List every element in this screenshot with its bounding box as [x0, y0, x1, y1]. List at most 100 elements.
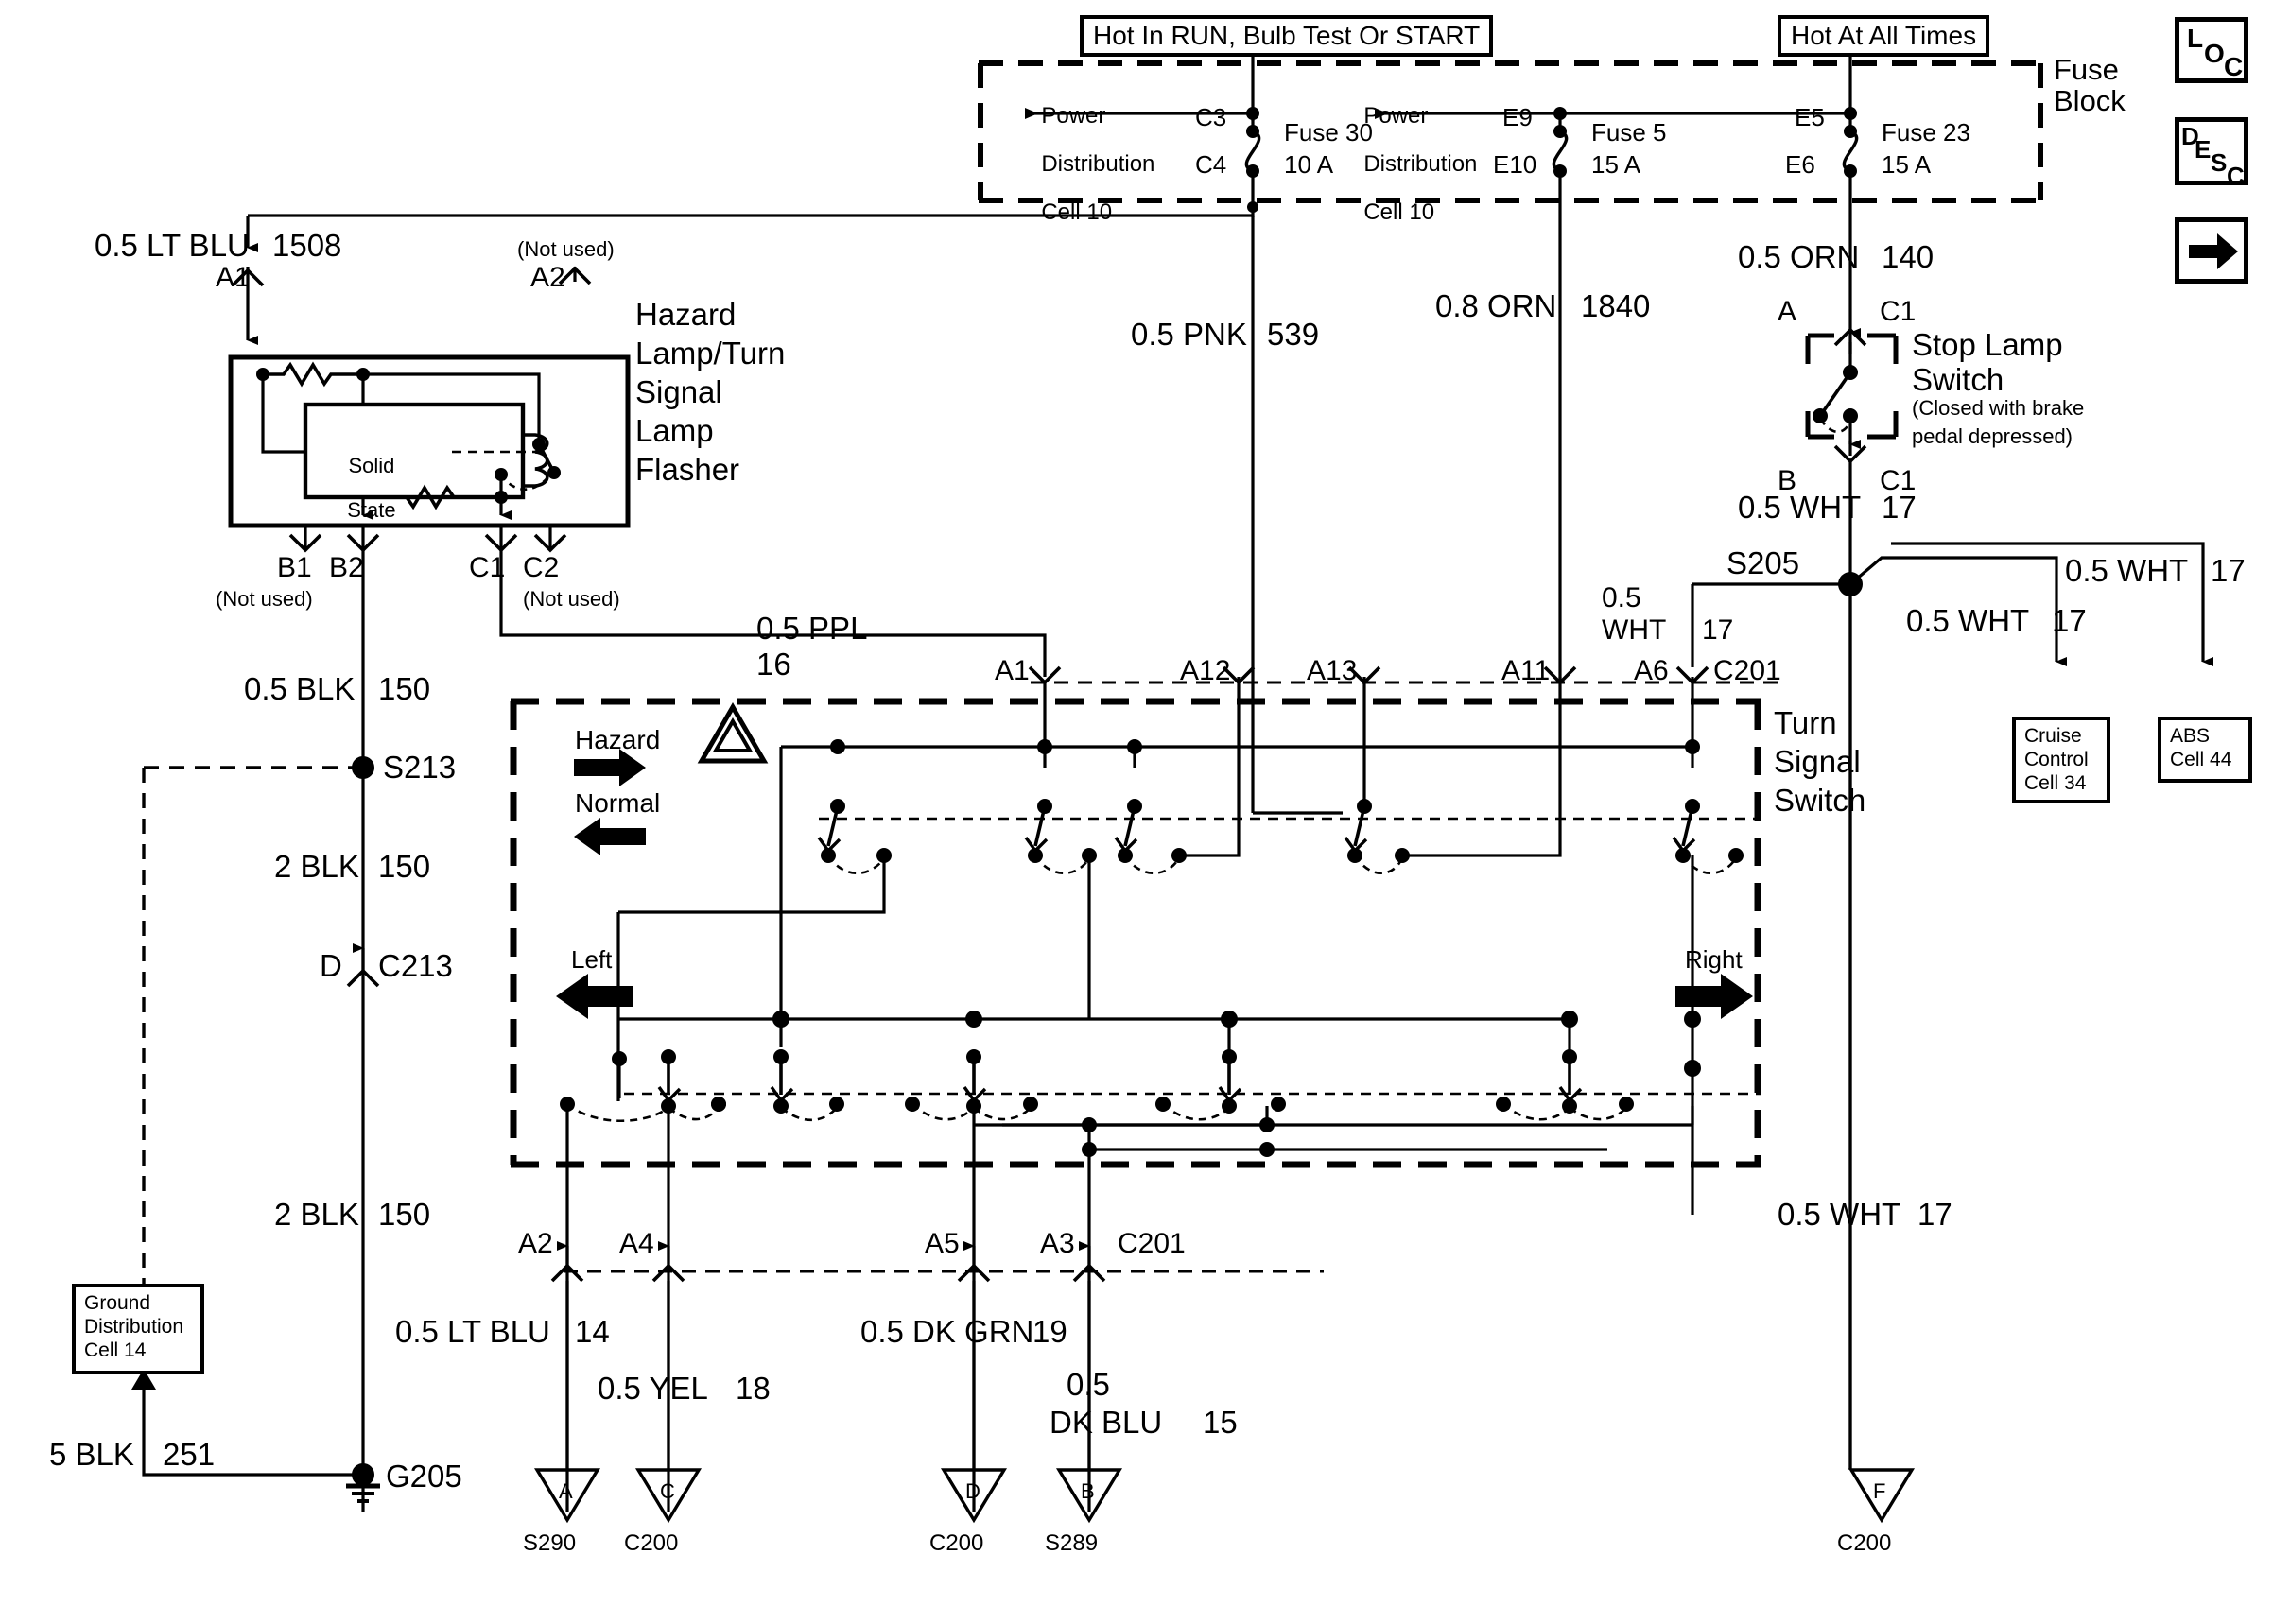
desc-letter-c: C — [2227, 162, 2245, 190]
bottom-connector-name-C200a: C200 — [624, 1530, 679, 1556]
stoplamp-label-l1: Stop Lamp — [1912, 327, 2063, 362]
wire-17-a6-circuit: 17 — [1702, 614, 1734, 646]
connector-arrow-tss-A13 — [1347, 665, 1381, 685]
wire-1840-color: 0.8 ORN — [1435, 288, 1557, 323]
fuse-block-label: PowerFuseBlock — [2054, 53, 2126, 117]
turn-signal-switch-boundary — [510, 698, 1761, 1168]
stoplamp-note-l2: pedal depressed) — [1912, 424, 2073, 448]
wire-17-abs-circuit: 17 — [2211, 553, 2246, 588]
power-source-hot-run: Hot In RUN, Bulb Test Or START — [1080, 15, 1494, 57]
bottom-connector-name-S290: S290 — [523, 1530, 577, 1556]
hazard-mode-label: Hazard — [575, 725, 661, 754]
bottom-connector-name-C200c: C200 — [1837, 1530, 1892, 1556]
solid-state-l2: State — [347, 497, 396, 522]
connector-arrow-A1 — [231, 268, 265, 287]
desc-letter-e: E — [2195, 135, 2212, 164]
wire-1508-circuit: 1508 — [272, 228, 342, 263]
flasher-outline — [228, 354, 631, 528]
bottom-connector-pin-A: A — [559, 1479, 573, 1503]
desc-letter-d: D — [2181, 122, 2199, 150]
wire-15-color-l1: 0.5 — [1067, 1367, 1110, 1402]
wire-150a-circuit: 150 — [378, 671, 431, 706]
wire-251-color: 5 BLK — [49, 1437, 134, 1472]
wire-17-stoplamp-circuit: 17 — [1882, 490, 1917, 525]
tss-connector-C201-bottom: C201 — [1118, 1228, 1186, 1259]
stop-lamp-switch-boundary — [1805, 333, 1899, 440]
wire-layer — [131, 40, 2213, 1524]
power-distribution-cell-1: Power Distribution Cell 10 — [1029, 80, 1154, 225]
tss-terminal-A3: A3 — [1040, 1228, 1075, 1259]
solid-state-l1: Solid — [348, 454, 395, 478]
flasher-terminal-A2: A2 — [530, 262, 565, 293]
connector-arrow-tss-A12 — [1222, 665, 1256, 685]
connector-arrow-A2 — [558, 266, 592, 285]
desc-letter-s: S — [2211, 148, 2228, 177]
wire-17-abs-color: 0.5 WHT — [2065, 553, 2189, 588]
fuse30-terminal-bottom: C4 — [1195, 150, 1227, 179]
loc-button[interactable]: L O C — [2175, 17, 2248, 83]
bottom-connector-name-S289: S289 — [1045, 1530, 1099, 1556]
fuse5-rating: 15 A — [1591, 150, 1641, 179]
wire-150a-color: 0.5 BLK — [244, 671, 356, 706]
desc-button[interactable]: D E S C — [2175, 117, 2248, 190]
flasher-terminal-C2: C2 — [523, 552, 560, 583]
left-arrow — [556, 974, 633, 1019]
abs-l1: ABS — [2170, 725, 2211, 747]
wire-539-color: 0.5 PNK — [1131, 317, 1247, 352]
fuse30-name: Fuse 30 — [1284, 118, 1373, 147]
bottom-connector-pin-C: C — [660, 1479, 675, 1503]
wire-19-color: 0.5 DK GRN — [860, 1314, 1034, 1349]
bottom-connector-pin-B: B — [1081, 1479, 1095, 1503]
power-source-hot-all: Hot At All Times — [1778, 15, 1990, 57]
stoplamp-connector-bottom: C1 — [1880, 465, 1917, 496]
wire-17-abs-branch — [1891, 542, 2213, 666]
fuse-block-boundary — [978, 60, 2043, 203]
wire-150c-color: 2 BLK — [274, 1197, 359, 1232]
wire-17-to-cruise — [1848, 556, 2058, 643]
flasher-terminal-C1: C1 — [469, 552, 506, 583]
right-arrow — [1675, 974, 1753, 1019]
route-a11-a13 — [1402, 768, 1562, 857]
resistor-bottom — [403, 484, 523, 510]
route-a12 — [1179, 768, 1241, 857]
wire-17-cruise-circuit: 17 — [2052, 603, 2087, 638]
wire-17-a6-color-l1: 0.5 — [1602, 582, 1641, 613]
pd1-l2: Distribution — [1041, 151, 1155, 178]
flasher-terminal-A2-note: (Not used) — [517, 237, 615, 261]
wire-140-circuit: 140 — [1882, 239, 1935, 274]
wire-150c-circuit: 150 — [378, 1197, 431, 1232]
splice-S205-label: S205 — [1726, 545, 1800, 580]
wire-16-color: 0.5 PPL — [756, 611, 868, 646]
wire-17-c200-circuit: 17 — [1917, 1197, 1952, 1232]
wire-19-circuit: 19 — [1032, 1314, 1067, 1349]
connector-arrow-stoplamp-A — [1833, 327, 1867, 347]
fuse5-terminal-top: E9 — [1502, 103, 1533, 131]
next-arrow-button[interactable] — [2175, 217, 2248, 284]
tss-terminal-A6: A6 — [1634, 655, 1669, 686]
loc-letter-o: O — [2204, 39, 2225, 68]
ground-distribution-cell-box[interactable]: Ground Distribution Cell 14 — [72, 1284, 204, 1374]
fuse23-terminal-bottom: E6 — [1785, 150, 1815, 179]
bottom-connector-name-C200b: C200 — [929, 1530, 984, 1556]
wire-1840-circuit: 1840 — [1581, 288, 1651, 323]
pd2-l1: Power — [1363, 103, 1429, 130]
wire-17-stoplamp-color: 0.5 WHT — [1738, 490, 1862, 525]
wire-14-circuit: 14 — [575, 1314, 610, 1349]
connector-arrow-B1 — [288, 533, 322, 553]
cruise-control-cell-box[interactable]: Cruise Control Cell 34 — [2012, 717, 2110, 803]
direction-arrows — [556, 749, 1753, 1019]
cruise-l1: Cruise — [2024, 725, 2082, 747]
abs-l2: Cell 44 — [2170, 748, 2232, 770]
wire-17-c200-color: 0.5 WHT — [1778, 1197, 1901, 1232]
wire-17-a6-color-l2: WHT — [1602, 614, 1667, 646]
splice-S213-label: S213 — [383, 750, 457, 785]
wire-14-color: 0.5 LT BLU — [395, 1314, 550, 1349]
wire-18-circuit: 18 — [736, 1371, 771, 1406]
route-hazard-left — [779, 747, 886, 914]
gd-l1: Ground — [84, 1292, 151, 1314]
tss-terminal-A13: A13 — [1307, 655, 1358, 686]
abs-cell-box[interactable]: ABS Cell 44 — [2158, 717, 2252, 783]
loc-letter-l: L — [2187, 24, 2204, 53]
